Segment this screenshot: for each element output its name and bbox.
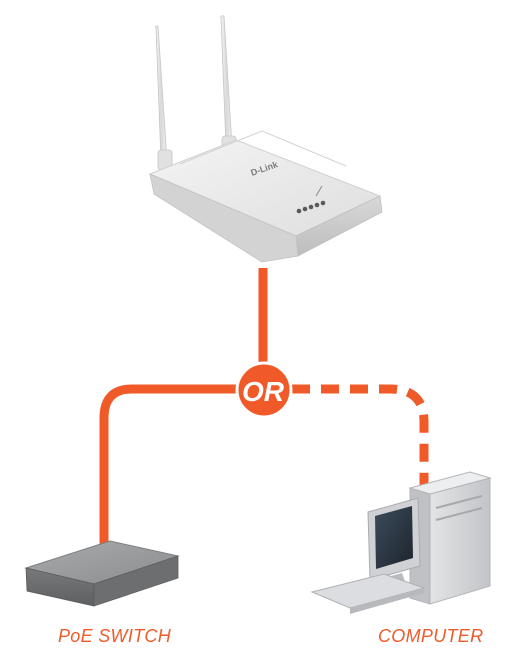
- antenna-left: [155, 26, 167, 161]
- cable-junction-to-switch: [104, 389, 248, 555]
- antenna-right: [221, 16, 232, 147]
- cable-junction-to-computer-dashed: [292, 389, 424, 492]
- pc-keyboard: [312, 574, 424, 608]
- computer-label: COMPUTER: [378, 626, 483, 647]
- computer: [312, 472, 490, 614]
- or-junction: OR: [237, 363, 291, 417]
- pc-monitor-screen: [375, 506, 413, 569]
- poe-switch: [26, 541, 178, 606]
- access-point: D-Link: [150, 16, 382, 262]
- poe-switch-label: PoE SWITCH: [58, 626, 171, 647]
- or-label: OR: [242, 376, 285, 407]
